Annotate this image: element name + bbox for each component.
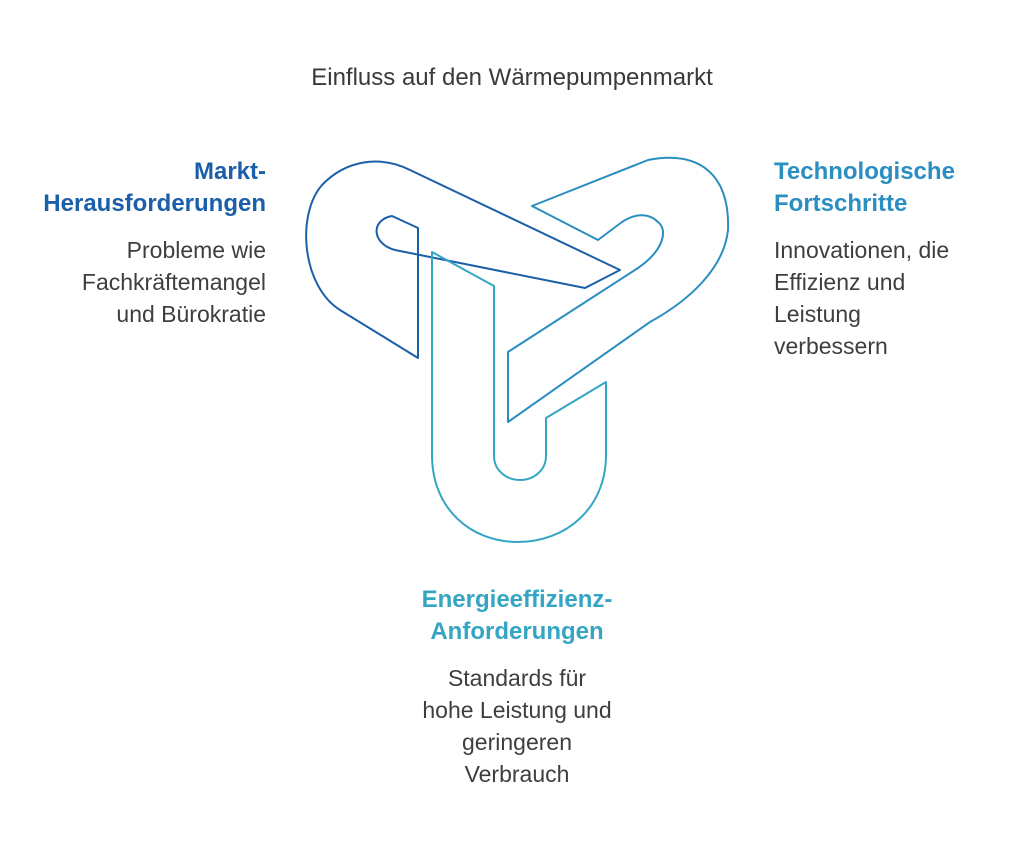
markt-section: Markt- Herausforderungen Probleme wie Fa…: [20, 156, 266, 330]
technologie-heading-line1: Technologische: [774, 158, 955, 185]
technologie-desc-line4: verbessern: [774, 333, 888, 359]
energie-desc-line2: hohe Leistung und: [422, 697, 612, 723]
diagram-title: Einfluss auf den Wärmepumpenmarkt: [311, 64, 713, 91]
technologie-section: Technologische Fortschritte Innovationen…: [774, 156, 1014, 362]
technologie-desc-line1: Innovationen, die: [774, 237, 950, 263]
technologie-heading: Technologische Fortschritte: [774, 156, 1014, 220]
markt-desc-line1: Probleme wie: [126, 237, 266, 263]
markt-heading-line2: Herausforderungen: [43, 190, 266, 217]
technologie-desc-line2: Effizienz und: [774, 269, 906, 295]
technologie-desc-line3: Leistung: [774, 301, 861, 327]
energie-section: Energieeffizienz- Anforderungen Standard…: [362, 584, 672, 790]
markt-heading: Markt- Herausforderungen: [20, 156, 266, 220]
energie-loop: [431, 251, 607, 543]
energie-desc-line1: Standards für: [447, 665, 587, 691]
markt-loop: [305, 160, 621, 359]
energie-desc-line3: geringeren: [462, 729, 572, 755]
energie-description: Standards für hohe Leistung und geringer…: [362, 662, 672, 790]
energie-heading-line1: Energieeffizienz-: [421, 586, 613, 613]
technologie-description: Innovationen, die Effizienz und Leistung…: [774, 234, 1014, 362]
markt-desc-line3: und Bürokratie: [116, 301, 266, 327]
markt-description: Probleme wie Fachkräftemangel und Bürokr…: [20, 234, 266, 330]
markt-desc-line2: Fachkräftemangel: [81, 269, 266, 295]
energie-heading: Energieeffizienz- Anforderungen: [362, 584, 672, 648]
technologie-loop: [507, 156, 730, 423]
technologie-heading-line2: Fortschritte: [774, 190, 908, 217]
energie-desc-line4: Verbrauch: [464, 761, 570, 787]
energie-heading-line2: Anforderungen: [430, 618, 604, 645]
markt-heading-line1: Markt-: [193, 158, 266, 185]
